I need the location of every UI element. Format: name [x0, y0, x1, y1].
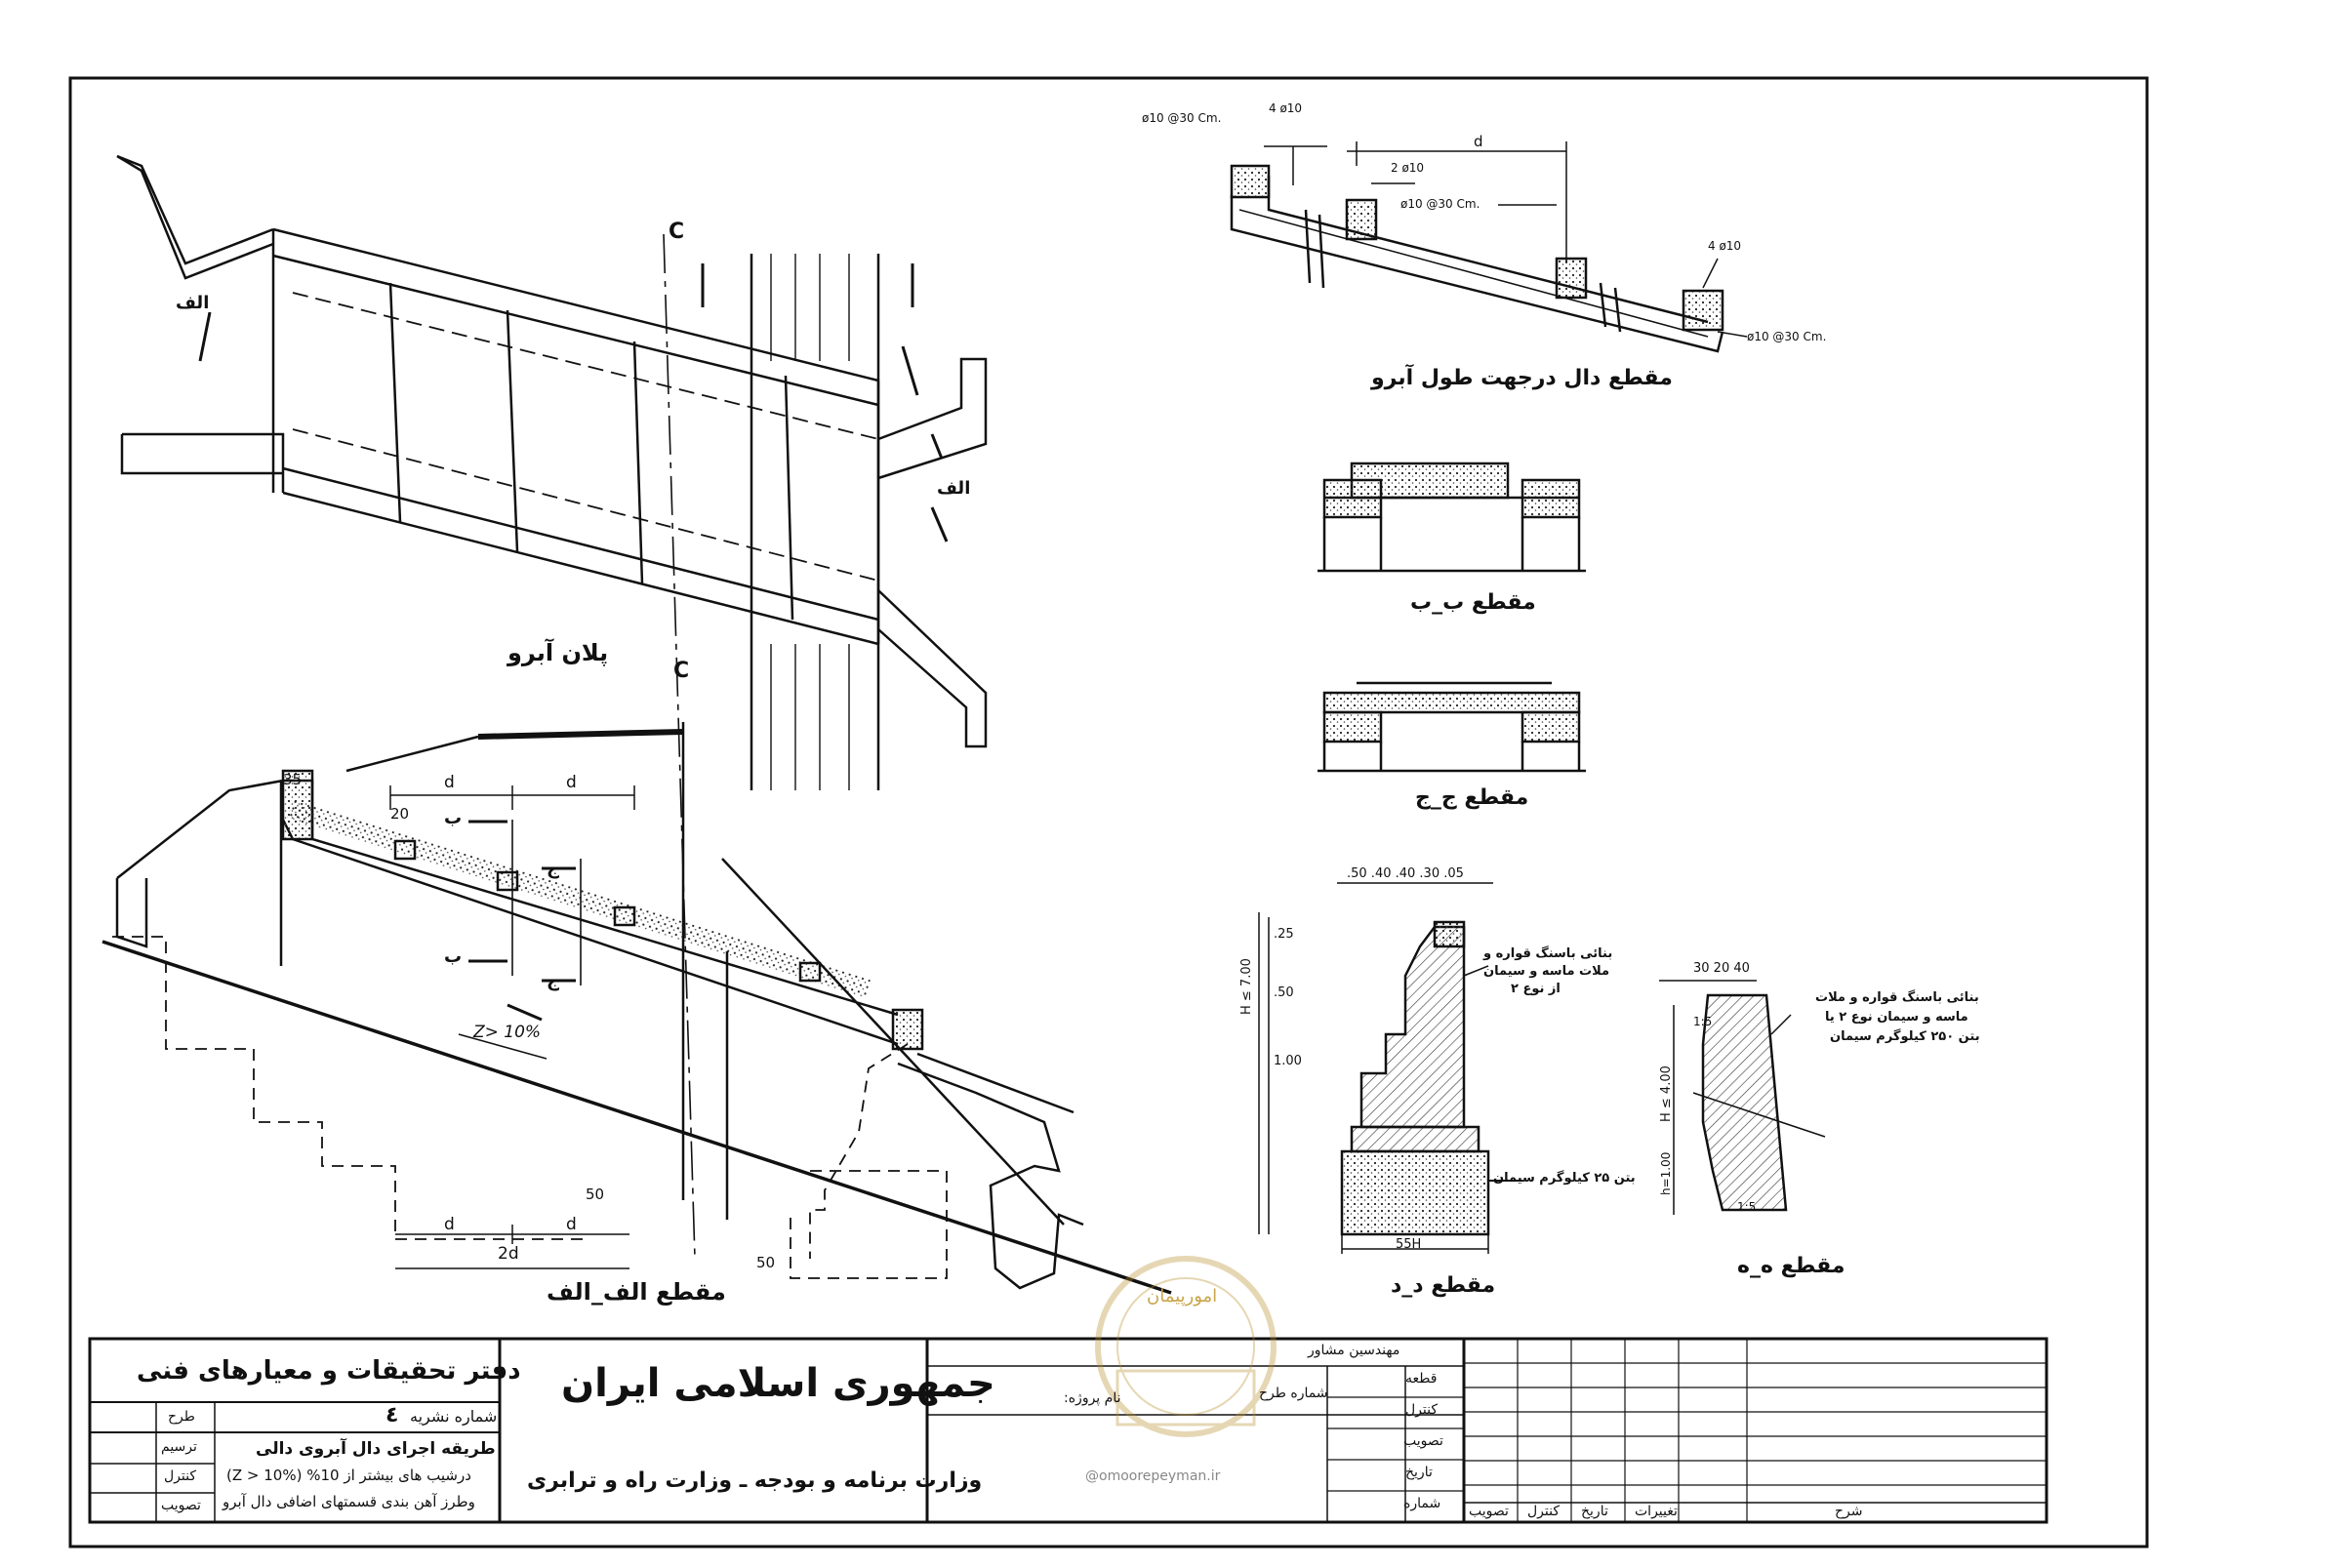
consultant-label: مهندسین مشاور [1308, 1343, 1400, 1358]
dim-50-2: 50 [756, 1254, 776, 1271]
rebar-bottom-label: ø10 @30 Cm. [1747, 330, 1827, 343]
rev-date-label: تاریخ [1581, 1504, 1608, 1519]
cut-jim-label-1: ج [547, 859, 559, 879]
dim-d-1: d [444, 773, 455, 792]
hh-slope-2: 1:5 [1737, 1200, 1757, 1214]
dim-d-2: d [566, 773, 577, 792]
hh-note-1: بنائی باسنگ قواره و ملات [1815, 990, 1979, 1005]
cut-alef-label-2: الف [937, 478, 971, 499]
dim-50-1: 50 [586, 1186, 605, 1203]
office-name: دفتر تحقیقات و معیارهای فنی [137, 1356, 521, 1386]
part-label: قطعه [1405, 1371, 1438, 1387]
sheet-no-label: شماره نشریه [410, 1407, 498, 1426]
dd-dim-050: .50 [1274, 985, 1294, 1000]
dd-dim-55h: 55H [1396, 1237, 1422, 1252]
hh-dims-top: 30 20 40 [1693, 961, 1750, 976]
section-hh [1659, 980, 1826, 1215]
rev-changes-label: تغییرات [1635, 1504, 1678, 1519]
rebar-mid-label: ø10 @30 Cm. [1400, 197, 1480, 211]
rebar-top-label: ø10 @30 Cm. [1142, 111, 1222, 125]
approval-label: تصویب [161, 1498, 201, 1513]
centerline-mark-1: C [669, 220, 685, 244]
dd-note-concrete: بتن ۲۵ کیلوگرم سیمان [1493, 1171, 1636, 1186]
control2-label: کنترل [1405, 1402, 1439, 1418]
plan-label: پلان آبرو [507, 639, 609, 666]
slope-label: Z> 10% [473, 1023, 542, 1042]
section-aa [101, 722, 1172, 1295]
project-no-label: شماره طرح [1259, 1386, 1328, 1401]
title-line-1: طریقه اجرای دال آبروی دالی [256, 1439, 496, 1459]
dim-d-slab: d [1474, 133, 1483, 150]
dd-note-3: از نوع ۲ [1511, 982, 1561, 996]
title-line-2: درشیب های بیشتر از 10% (Z > 10%) [226, 1467, 471, 1484]
rebar-right4-label: 4 ø10 [1708, 239, 1742, 253]
section-hh-label: مقطع ه_ه [1737, 1254, 1845, 1278]
dim-d-3: d [444, 1215, 455, 1234]
design-label: طرح [168, 1409, 195, 1425]
dim-d-4: d [566, 1215, 577, 1234]
section-bb-label: مقطع ب_ب [1410, 590, 1536, 615]
dim-2d: 2d [498, 1244, 519, 1264]
cut-alef-label-1: الف [176, 293, 210, 313]
hh-note-3: بتن ۲۵۰ کیلوگرم سیمان [1830, 1029, 1980, 1044]
drawing-by-label: ترسیم [161, 1439, 197, 1455]
watermark-url: @omoorepeyman.ir [1085, 1468, 1221, 1484]
dd-note-2: ملات ماسه و سیمان [1483, 964, 1610, 979]
title-line-3: وطرز آهن بندی قسمتهای اضافی دال آبرو [223, 1493, 475, 1510]
section-jj-label: مقطع ج_ج [1415, 785, 1529, 810]
watermark-brand: امورپیمان [1147, 1286, 1218, 1307]
sheet-border [68, 76, 2149, 1548]
cut-jim-label-2: ج [547, 971, 559, 991]
cut-be-label-1: ب [444, 808, 463, 828]
rev-control-label: کنترل [1527, 1504, 1561, 1519]
section-bb [1318, 462, 1586, 573]
dd-note-1: بنائی باسنگ قواره و [1483, 946, 1613, 961]
number-label: شماره [1403, 1496, 1441, 1511]
dd-dim-025: .25 [1274, 927, 1294, 942]
section-dd [1258, 882, 1522, 1254]
rebar-4-label: 4 ø10 [1269, 101, 1303, 115]
section-dd-label: مقطع د_د [1391, 1273, 1496, 1298]
plan-view [116, 154, 988, 1260]
ministries: وزارت برنامه و بودجه ـ وزارت راه و ترابر… [527, 1468, 983, 1493]
hh-slope-1: 1:5 [1693, 1015, 1713, 1028]
dim-20: 20 [390, 805, 410, 823]
dd-dims-top: .50 .40 .40 .30 .05 [1347, 866, 1464, 881]
section-slab-label: مقطع دال درجهت طول آبرو [1371, 366, 1673, 390]
sheet-no: ٤ [385, 1403, 399, 1427]
section-aa-label: مقطع الف_الف [547, 1278, 726, 1306]
dim-35: 35 [283, 771, 303, 788]
hh-note-2: ماسه و سیمان نوع ۲ یا [1825, 1010, 1968, 1025]
date-label: تاریخ [1405, 1465, 1433, 1480]
rev-approval-label: تصویب [1469, 1504, 1509, 1519]
country-name: جمهوری اسلامی ایران [561, 1361, 995, 1406]
description-label: شرح [1835, 1504, 1863, 1519]
section-jj [1318, 681, 1586, 773]
approval2-label: تصویب [1403, 1433, 1443, 1449]
control-label: کنترل [164, 1468, 197, 1484]
centerline-mark-2: C [673, 659, 690, 683]
dd-dim-100: 1.00 [1274, 1054, 1302, 1068]
rebar-2-label: 2 ø10 [1391, 161, 1425, 175]
watermark-logo [1095, 1256, 1277, 1437]
cut-be-label-2: ب [444, 946, 463, 967]
project-name-label: نام پروژه: [1064, 1390, 1121, 1406]
section-slab [1230, 141, 1748, 353]
